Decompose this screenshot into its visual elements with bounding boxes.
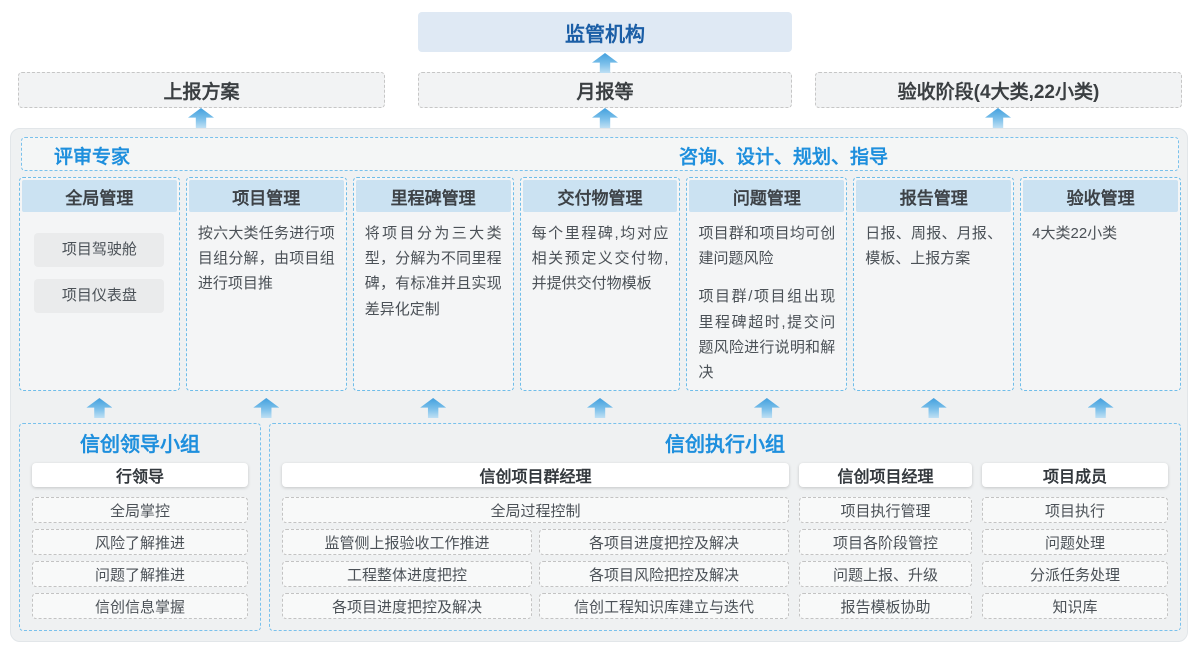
review-experts-label: 评审专家 [54, 147, 131, 168]
member-item: 问题处理 [982, 529, 1168, 555]
pm-item: 项目执行管理 [799, 497, 972, 523]
column-body: 项目群和项目均可创建问题风险 项目群/项目组出现里程碑超时,提交问题风险进行说明… [689, 212, 844, 390]
column-header: 报告管理 [856, 180, 1012, 212]
member-item: 分派任务处理 [982, 561, 1168, 587]
pgm-item: 各项目进度把控及解决 [539, 529, 789, 555]
role-project-manager: 信创项目经理 [799, 463, 972, 487]
regulator-label: 监管机构 [565, 23, 645, 46]
role-project-member: 项目成员 [982, 463, 1168, 487]
column-text: 项目群/项目组出现里程碑超时,提交问题风险进行说明和解决 [698, 288, 836, 381]
leadership-item: 风险了解推进 [32, 529, 248, 555]
report-box-plan-label: 上报方案 [163, 81, 240, 103]
column-arrows [19, 397, 1181, 419]
report-box-acceptance-label: 验收阶段(4大类,22小类) [897, 81, 1100, 103]
pm-item: 报告模板协助 [799, 593, 972, 619]
column-body: 将项目分为三大类型，分解为不同里程碑，有标准并且实现差异化定制 [356, 212, 511, 331]
leadership-group: 信创领导小组 行领导 全局掌控 风险了解推进 问题了解推进 信创信息掌握 [19, 423, 261, 631]
up-arrow-icon [753, 398, 780, 418]
execution-group-title: 信创执行小组 [665, 434, 785, 456]
leadership-item: 信创信息掌握 [32, 593, 248, 619]
up-arrow-icon [1087, 398, 1114, 418]
column-text: 日报、周报、月报、模板、上报方案 [865, 225, 1003, 268]
column-header: 交付物管理 [522, 180, 678, 212]
column-issue-management: 问题管理 项目群和项目均可创建问题风险 项目群/项目组出现里程碑超时,提交问题风… [686, 177, 848, 391]
up-arrow-icon [253, 398, 280, 418]
report-box-plan: 上报方案 [18, 72, 385, 108]
pgm-item: 各项目进度把控及解决 [282, 593, 532, 619]
up-arrow-icon [86, 398, 113, 418]
guidance-label: 咨询、设计、规划、指导 [679, 147, 889, 168]
leadership-group-title: 信创领导小组 [80, 434, 200, 456]
column-project-management: 项目管理 按六大类任务进行项目组分解，由项目组进行项目推 [185, 177, 347, 391]
column-report-management: 报告管理 日报、周报、月报、模板、上报方案 [853, 177, 1015, 391]
pm-item: 问题上报、升级 [799, 561, 972, 587]
management-columns: 全局管理 项目驾驶舱 项目仪表盘 项目管理 按六大类任务进行项目组分解，由项目组… [19, 177, 1182, 391]
execution-group: 信创执行小组 信创项目群经理 全局过程控制 监管侧上报验收工作推进 工程整体进度… [269, 423, 1181, 631]
column-header: 项目管理 [188, 180, 344, 212]
report-box-monthly-label: 月报等 [576, 81, 634, 103]
up-arrow-icon [920, 398, 947, 418]
column-body: 日报、周报、月报、模板、上报方案 [856, 212, 1011, 280]
column-acceptance-management: 验收管理 4大类22小类 [1020, 177, 1182, 391]
project-manager-area: 信创项目经理 项目执行管理 项目各阶段管控 问题上报、升级 报告模板协助 [799, 463, 972, 625]
teams-row: 信创领导小组 行领导 全局掌控 风险了解推进 问题了解推进 信创信息掌握 信创执… [19, 423, 1181, 631]
column-body: 项目驾驶舱 项目仪表盘 [22, 212, 177, 322]
up-arrow-icon [587, 398, 613, 418]
pill-project-dashboard: 项目仪表盘 [34, 279, 165, 313]
pgm-left-col: 监管侧上报验收工作推进 工程整体进度把控 各项目进度把控及解决 [282, 529, 532, 625]
advisors-band: 评审专家 咨询、设计、规划、指导 [21, 137, 1179, 171]
column-header: 全局管理 [22, 180, 177, 212]
up-arrow-icon [592, 108, 618, 128]
pgm-right-col: 各项目进度把控及解决 各项目风险把控及解决 信创工程知识库建立与迭代 [539, 529, 789, 625]
column-header: 问题管理 [689, 180, 845, 212]
column-text: 每个里程碑,均对应相关预定义交付物,并提供交付物模板 [531, 225, 669, 293]
column-global-management: 全局管理 项目驾驶舱 项目仪表盘 [19, 177, 180, 391]
up-arrow-icon [188, 108, 214, 128]
pgm-item: 监管侧上报验收工作推进 [282, 529, 532, 555]
member-item: 项目执行 [982, 497, 1168, 523]
column-deliverable-management: 交付物管理 每个里程碑,均对应相关预定义交付物,并提供交付物模板 [519, 177, 681, 391]
column-text: 项目群和项目均可创建问题风险 [698, 225, 836, 268]
leadership-item: 全局掌控 [32, 497, 248, 523]
column-text: 将项目分为三大类型，分解为不同里程碑，有标准并且实现差异化定制 [364, 225, 502, 318]
role-bank-leaders: 行领导 [32, 463, 248, 487]
member-item: 知识库 [982, 593, 1168, 619]
column-text: 4大类22小类 [1032, 225, 1118, 242]
role-program-manager: 信创项目群经理 [282, 463, 789, 487]
pm-item: 项目各阶段管控 [799, 529, 972, 555]
project-member-area: 项目成员 项目执行 问题处理 分派任务处理 知识库 [982, 463, 1168, 625]
pgm-item: 信创工程知识库建立与迭代 [539, 593, 789, 619]
main-panel: 评审专家 咨询、设计、规划、指导 全局管理 项目驾驶舱 项目仪表盘 项目管理 按… [10, 128, 1188, 642]
column-text: 按六大类任务进行项目组分解，由项目组进行项目推 [197, 225, 335, 293]
pgm-item-full: 全局过程控制 [282, 497, 789, 523]
leadership-item: 问题了解推进 [32, 561, 248, 587]
column-header: 验收管理 [1023, 180, 1179, 212]
column-body: 每个里程碑,均对应相关预定义交付物,并提供交付物模板 [523, 212, 678, 306]
up-arrow-icon [420, 398, 447, 418]
report-box-monthly: 月报等 [418, 72, 792, 108]
regulator-box: 监管机构 [418, 12, 792, 52]
pgm-item: 工程整体进度把控 [282, 561, 532, 587]
column-header: 里程碑管理 [355, 180, 511, 212]
up-arrow-icon [592, 53, 618, 73]
pgm-item: 各项目风险把控及解决 [539, 561, 789, 587]
column-body: 按六大类任务进行项目组分解，由项目组进行项目推 [189, 212, 344, 306]
pill-project-cockpit: 项目驾驶舱 [34, 233, 165, 267]
program-manager-area: 信创项目群经理 全局过程控制 监管侧上报验收工作推进 工程整体进度把控 各项目进… [282, 463, 789, 625]
up-arrow-icon [985, 108, 1011, 128]
column-body: 4大类22小类 [1023, 212, 1178, 255]
column-milestone-management: 里程碑管理 将项目分为三大类型，分解为不同里程碑，有标准并且实现差异化定制 [352, 177, 514, 391]
report-box-acceptance: 验收阶段(4大类,22小类) [815, 72, 1182, 108]
